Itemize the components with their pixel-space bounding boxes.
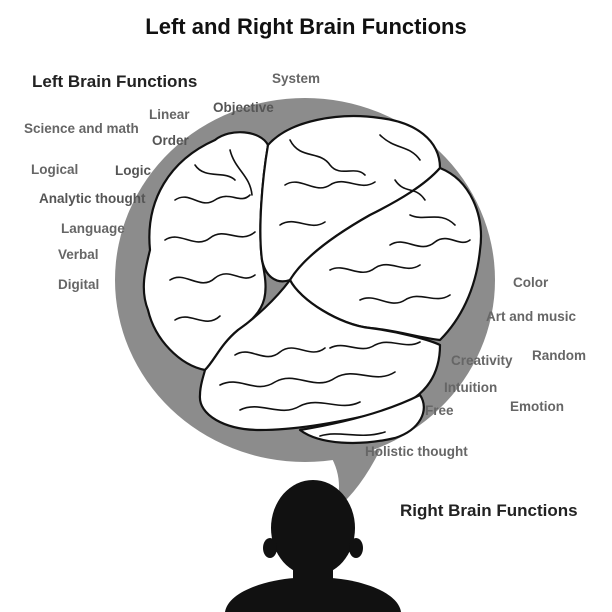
right-brain-heading: Right Brain Functions xyxy=(400,501,578,520)
right-word-random: Random xyxy=(532,348,586,363)
left-word-order: Order xyxy=(152,133,189,148)
right-word-intuition: Intuition xyxy=(444,380,498,395)
left-word-science-and-math: Science and math xyxy=(24,121,139,136)
silhouette-left-ear xyxy=(263,538,277,558)
person-silhouette-icon xyxy=(225,480,401,612)
right-word-emotion: Emotion xyxy=(510,399,564,414)
left-word-verbal: Verbal xyxy=(58,247,99,262)
left-word-linear: Linear xyxy=(149,107,190,122)
left-word-digital: Digital xyxy=(58,277,100,292)
brain-folds xyxy=(164,134,471,437)
left-word-logical: Logical xyxy=(31,162,79,177)
silhouette-head xyxy=(271,480,355,576)
right-word-color: Color xyxy=(513,275,549,290)
left-word-logic: Logic xyxy=(115,163,151,178)
right-word-art-and-music: Art and music xyxy=(486,309,577,324)
silhouette-right-ear xyxy=(349,538,363,558)
page-title: Left and Right Brain Functions xyxy=(145,14,467,39)
left-word-objective: Objective xyxy=(213,100,274,115)
brain-temporal-lobe xyxy=(198,278,442,432)
brain-cerebellum xyxy=(298,393,425,445)
silhouette-shoulders xyxy=(225,578,401,612)
right-word-holistic-thought: Holistic thought xyxy=(365,444,468,459)
brain-left-hemisphere xyxy=(142,131,270,372)
left-word-analytic-thought: Analytic thought xyxy=(39,191,146,206)
left-word-system: System xyxy=(272,71,321,86)
right-word-creativity: Creativity xyxy=(451,353,513,368)
left-word-language: Language xyxy=(61,221,125,236)
brain-icon xyxy=(142,115,482,445)
left-brain-heading: Left Brain Functions xyxy=(32,72,198,91)
right-word-free: Free xyxy=(425,403,454,418)
